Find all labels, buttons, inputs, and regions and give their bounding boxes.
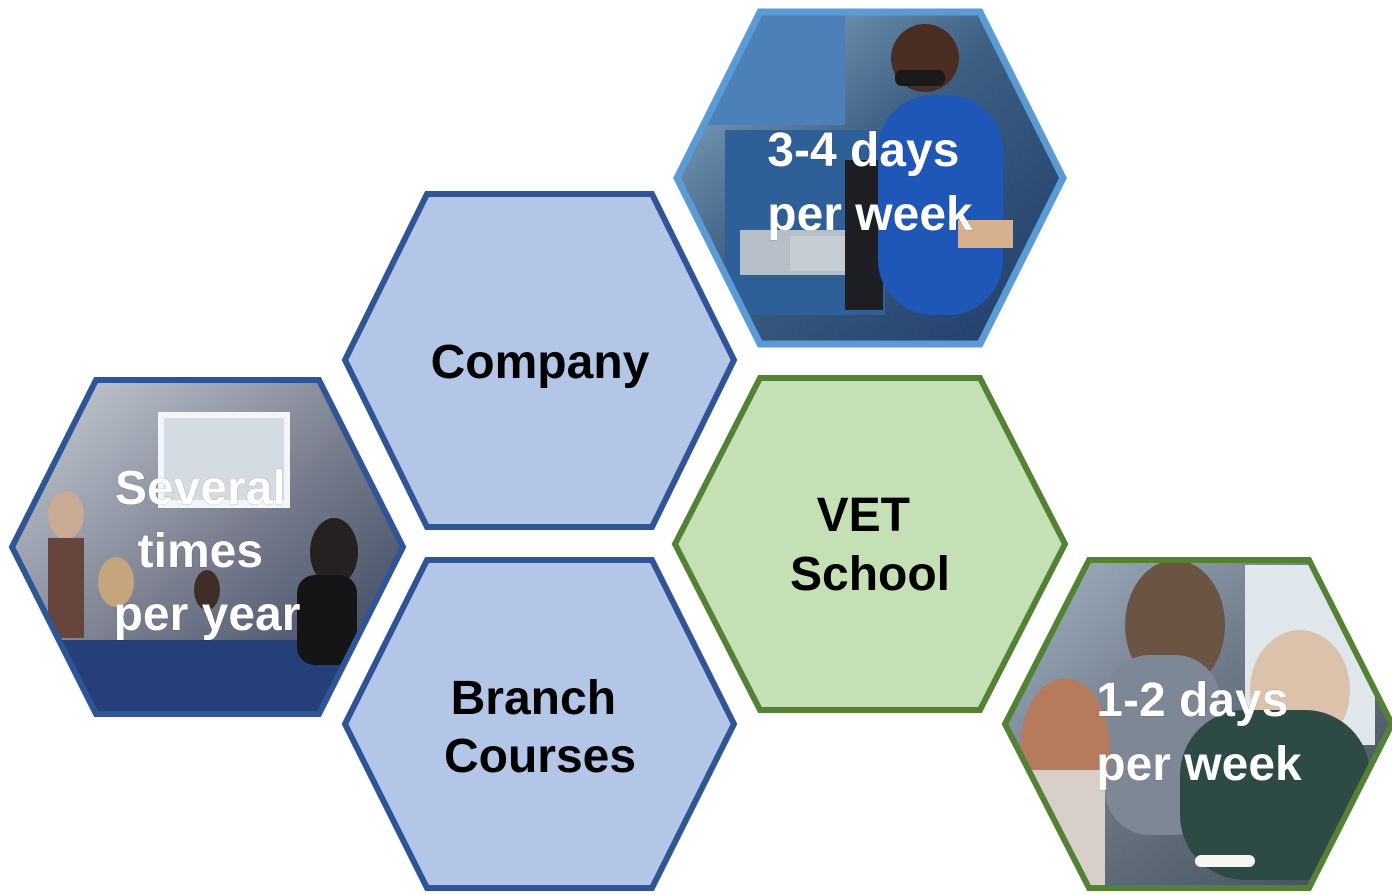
branch-courses-hexagon: Branch Courses: [341, 557, 738, 891]
company-label: Company: [431, 336, 650, 389]
branch-courses-label: Branch Courses: [444, 672, 636, 783]
branch-time-label: Several times per year: [114, 462, 301, 641]
branch-photo-hexagon: Several times per year: [8, 377, 407, 717]
company-hexagon: Company: [341, 191, 738, 530]
vet-school-hexagon: VET School: [671, 375, 1069, 713]
school-photo-hexagon: 1-2 days per week: [1001, 557, 1392, 891]
company-time-label: 3-4 days per week: [767, 124, 973, 241]
school-time-label: 1-2 days per week: [1096, 674, 1302, 791]
vet-school-label: VET School: [790, 489, 950, 601]
student-teacher-photo: [1005, 560, 1392, 888]
workshop-photo: [677, 12, 1063, 344]
company-photo-hexagon: 3-4 days per week: [673, 8, 1067, 348]
classroom-photo: [12, 380, 403, 714]
